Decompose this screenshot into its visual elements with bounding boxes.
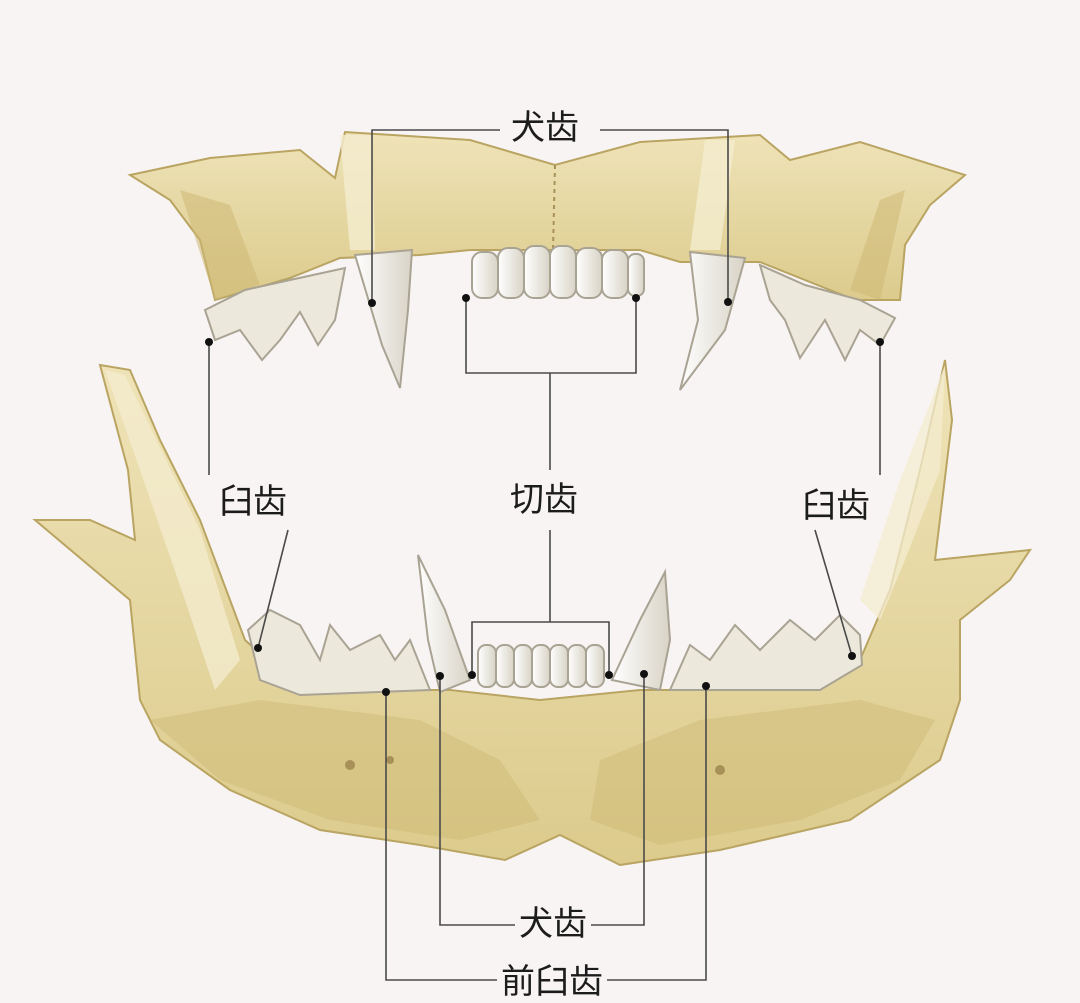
lower-jaw — [32, 359, 1033, 867]
upper-left-canine — [353, 248, 414, 389]
lower-left-cheek-teeth — [246, 608, 432, 697]
upper-right-canine — [679, 250, 747, 391]
upper-incisors — [471, 245, 645, 299]
label-right-molar: 臼齿 — [798, 486, 874, 526]
upper-jaw-bone — [127, 130, 968, 302]
label-lower-canine: 犬齿 — [515, 904, 591, 944]
upper-jaw — [127, 130, 968, 391]
lower-jaw-bone — [32, 359, 1033, 867]
upper-left-molars — [203, 266, 347, 362]
leader-dots — [205, 294, 884, 696]
lower-right-canine — [610, 568, 672, 692]
label-incisor: 切齿 — [506, 480, 582, 520]
lower-left-canine — [417, 554, 472, 694]
lower-incisors — [477, 644, 605, 688]
label-left-molar: 臼齿 — [215, 482, 291, 522]
label-upper-canine: 犬齿 — [507, 108, 583, 148]
upper-right-molars — [758, 263, 897, 363]
leader-lines — [208, 129, 881, 981]
label-premolar: 前臼齿 — [497, 962, 607, 1002]
lower-right-cheek-teeth — [668, 613, 864, 691]
